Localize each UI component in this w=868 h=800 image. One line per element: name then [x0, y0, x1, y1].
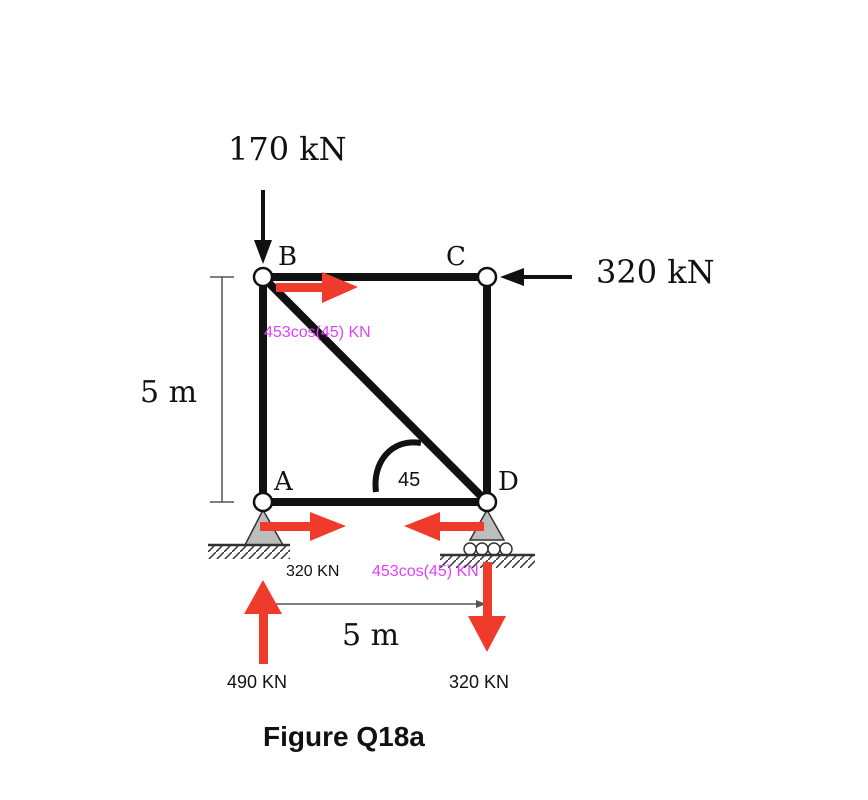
node-label-c: C — [446, 242, 466, 272]
angle-label: 45 — [398, 469, 420, 491]
load-arrow-170 — [254, 190, 272, 264]
node-label-a: A — [273, 467, 294, 497]
angle-arc — [372, 439, 422, 493]
node-label-d: D — [498, 467, 519, 497]
dimension-horizontal — [270, 592, 488, 615]
joint-d — [476, 491, 498, 513]
load-label-320: 320 kN — [596, 253, 715, 291]
reaction-arrow-d-vertical — [468, 562, 506, 652]
force-arrow-bc — [276, 272, 358, 303]
reaction-label-a-horizontal: 320 KN — [286, 563, 339, 580]
dimension-vertical-label: 5 m — [140, 375, 197, 410]
reaction-arrow-d-horizontal — [404, 512, 484, 541]
joint-a — [252, 491, 274, 513]
force-label-bc: 453cos(45) KN — [264, 324, 371, 341]
joint-c — [476, 266, 498, 288]
figure-caption: Figure Q18a — [263, 721, 425, 752]
truss-members — [259, 273, 491, 506]
load-label-170: 170 kN — [228, 130, 347, 168]
roller-support-d — [440, 508, 535, 568]
dimension-horizontal-label: 5 m — [342, 618, 399, 653]
reaction-arrow-a-horizontal — [260, 512, 346, 541]
member-bd — [260, 274, 490, 505]
reaction-label-d-vertical: 320 KN — [449, 672, 509, 692]
pin-support-a — [208, 508, 290, 559]
reaction-arrow-a-vertical — [244, 580, 282, 664]
joint-b — [252, 266, 274, 288]
node-label-b: B — [278, 242, 297, 272]
reaction-label-d-horizontal: 453cos(45) KN — [372, 563, 479, 580]
dimension-vertical — [210, 276, 234, 503]
load-arrow-320 — [500, 268, 572, 286]
reaction-label-a-vertical: 490 KN — [227, 672, 287, 692]
